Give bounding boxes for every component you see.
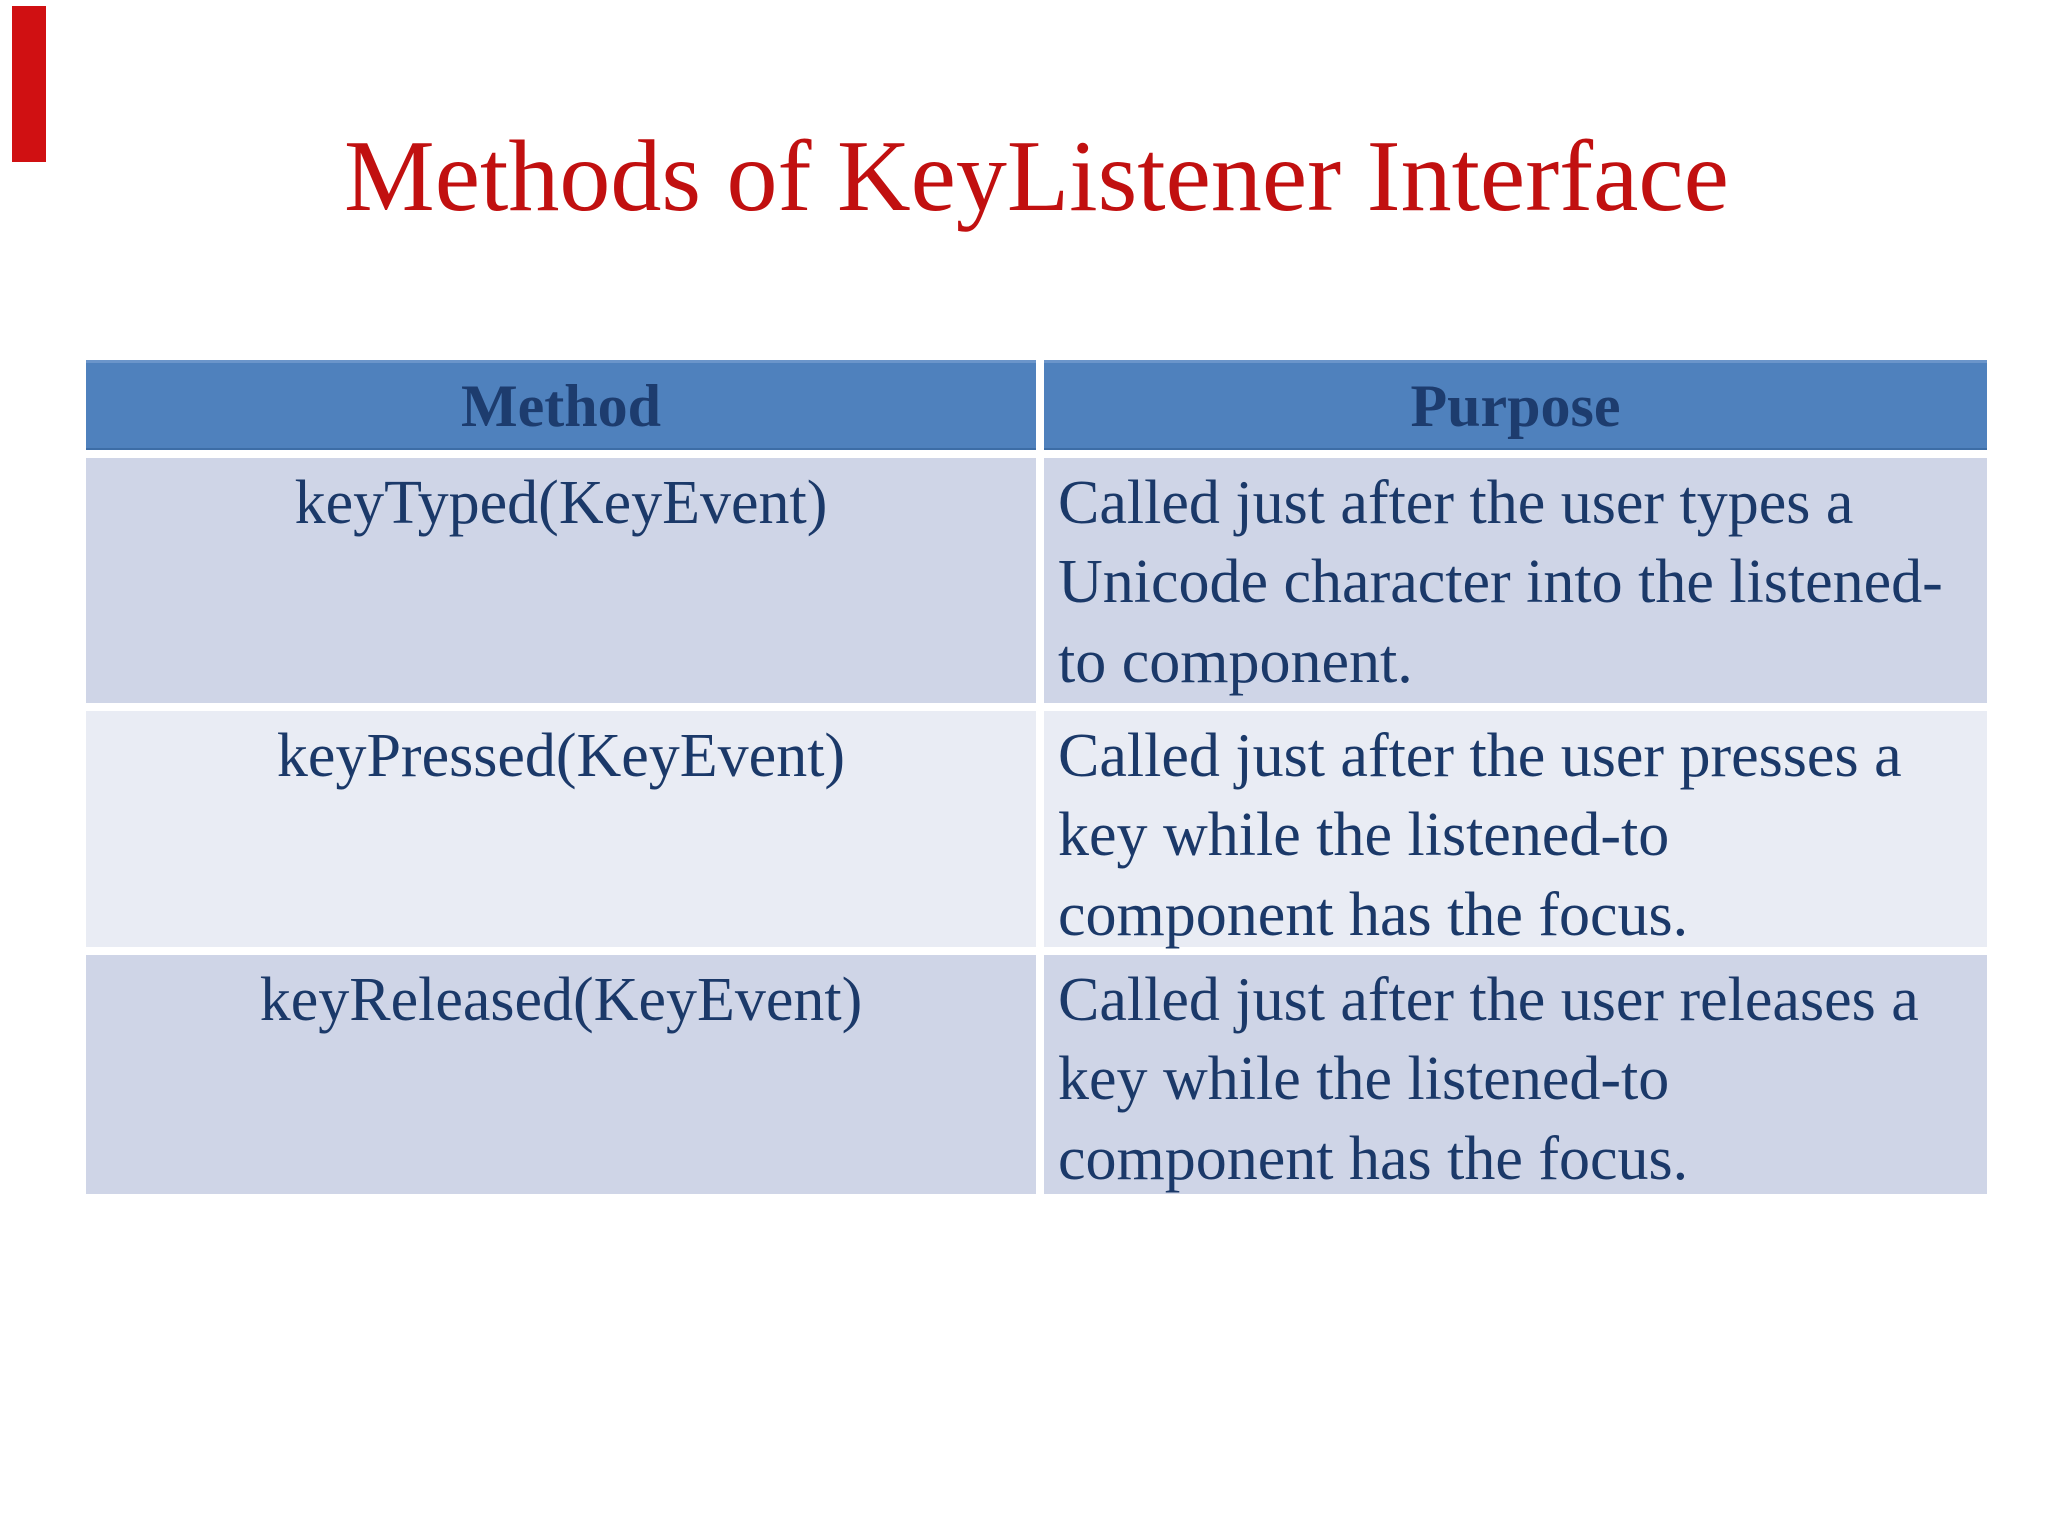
purpose-line: component has the focus. — [1058, 1124, 1689, 1193]
purpose-line: Unicode character into the listened- — [1058, 548, 1943, 617]
column-header-purpose: Purpose — [1044, 360, 1987, 450]
purpose-line: component has the focus. — [1058, 880, 1689, 949]
page-title: Methods of KeyListener Interface — [344, 120, 1729, 233]
table-cell-method-keyreleased: keyReleased(KeyEvent) — [86, 955, 1036, 1194]
purpose-line: Called just after the user releases a — [1058, 966, 1919, 1034]
keylistener-methods-table: Method Purpose keyTyped(KeyEvent) Called… — [86, 360, 1987, 1194]
column-header-method: Method — [86, 360, 1036, 450]
table-cell-method-keytyped: keyTyped(KeyEvent) — [86, 458, 1036, 703]
purpose-line: Called just after the user presses a — [1058, 722, 1902, 790]
table-cell-purpose-keyreleased: Called just after the user releases a ke… — [1044, 955, 1987, 1194]
purpose-line: Called just after the user types a — [1058, 469, 1854, 537]
purpose-line: to component. — [1058, 627, 1413, 696]
table-cell-method-keypressed: keyPressed(KeyEvent) — [86, 711, 1036, 947]
purpose-line: key while the listened-to — [1058, 801, 1670, 870]
table-cell-purpose-keypressed: Called just after the user presses a key… — [1044, 711, 1987, 949]
table-cell-purpose-keytyped: Called just after the user types a Unico… — [1044, 458, 1987, 703]
purpose-line: key while the listened-to — [1058, 1045, 1670, 1114]
red-accent-bar — [12, 6, 46, 162]
